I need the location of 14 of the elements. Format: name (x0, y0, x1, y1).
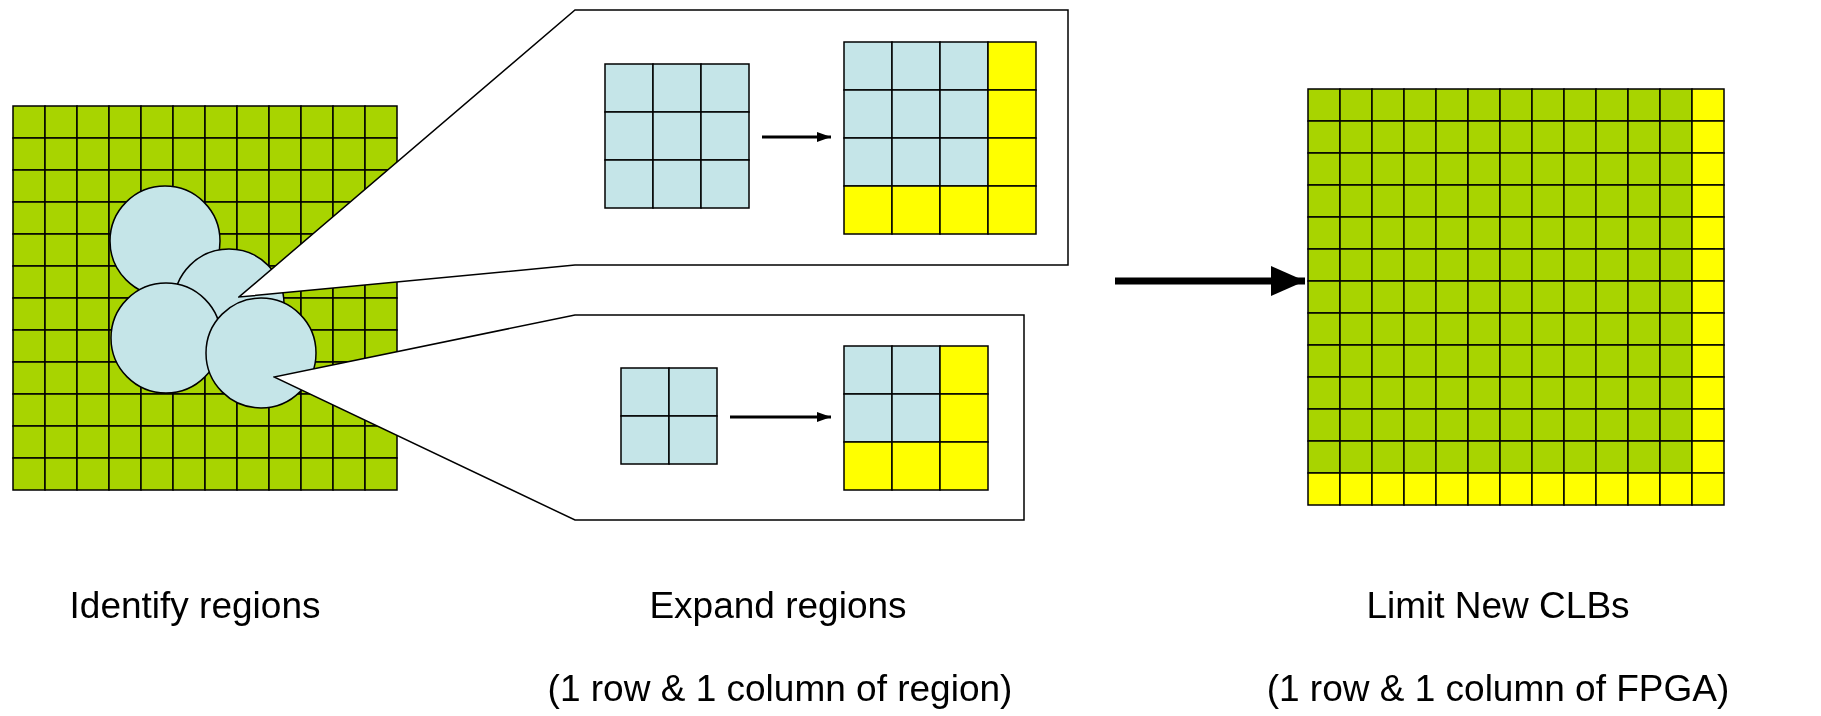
step-label: Limit New CLBs (1366, 585, 1630, 627)
fpga-grid (1307, 88, 1725, 506)
step-note: (1 row & 1 column of FPGA) (1266, 668, 1730, 710)
expanded-region-grid (843, 41, 1037, 235)
callout-panel (273, 314, 1025, 521)
region-grid (604, 63, 750, 209)
arrow (762, 132, 831, 142)
expanded-region-grid (843, 345, 989, 491)
region-grid (620, 367, 718, 465)
arrow (730, 412, 831, 422)
step-label: Expand regions (649, 585, 907, 627)
callout-panel (238, 9, 1069, 298)
step-note: (1 row & 1 column of region) (547, 668, 1013, 710)
step-label: Identify regions (69, 585, 321, 627)
